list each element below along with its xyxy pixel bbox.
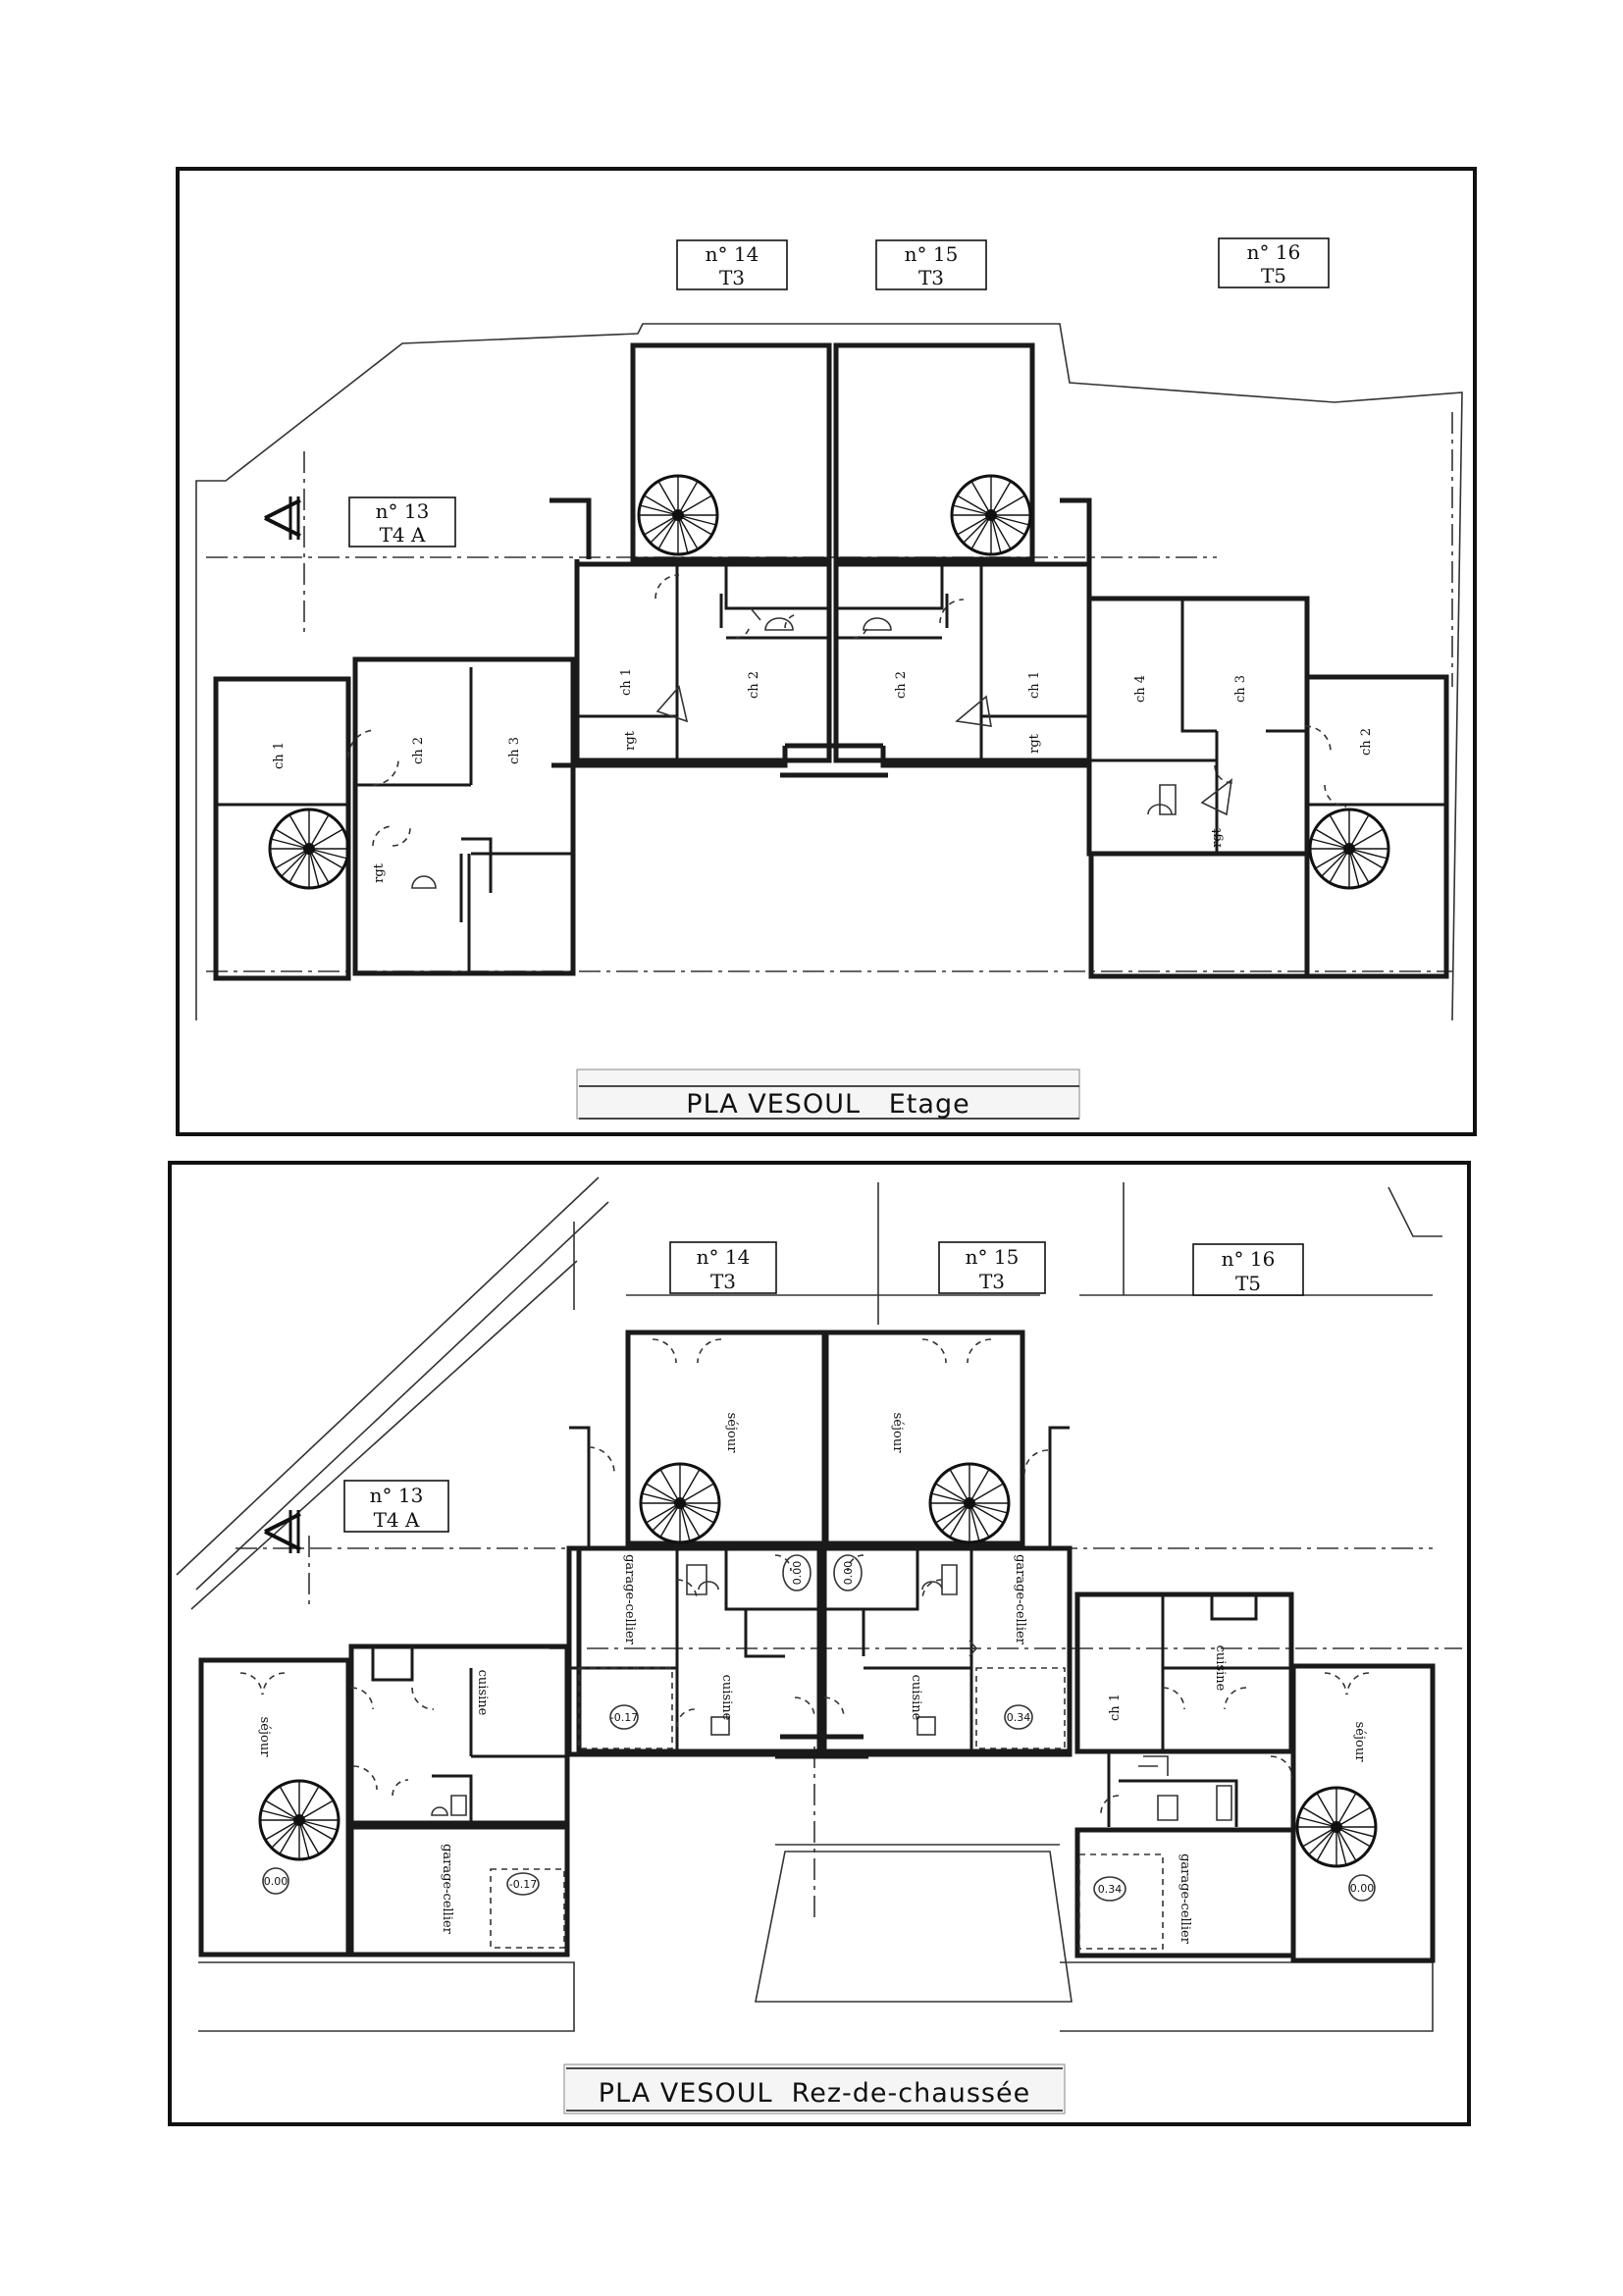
room-label: cuisine (909, 1675, 923, 1721)
unit-15-etage (833, 342, 1092, 768)
unit-number: n° 16 (1247, 240, 1301, 264)
unit-type: T3 (918, 266, 944, 289)
room-label: cuisine (475, 1670, 490, 1716)
level-marker: 0.34 (1098, 1883, 1123, 1896)
room-label: ch 2 (1359, 728, 1374, 756)
unit-14-rdc: 0.00 -0.17 (566, 1330, 827, 1757)
unit-number: n° 14 (697, 1245, 751, 1269)
unit-type: T3 (710, 1270, 736, 1293)
unit-14-etage (550, 342, 832, 768)
level-markers-rdc: 0.00 -0.17 0.34 0.00 (262, 1867, 1376, 1902)
room-label: séjour (724, 1413, 739, 1454)
unit-label-15-rdc: n° 15 T3 (938, 1241, 1046, 1294)
section-arrow-icon (263, 495, 302, 542)
room-label: ch 3 (507, 737, 522, 764)
site-boundary (176, 1176, 609, 1610)
unit-16-rdc (1074, 1592, 1436, 1963)
room-label: rgt (623, 730, 638, 751)
unit-type: T4 A (374, 1508, 420, 1532)
frame-rdc (168, 1161, 1471, 2126)
unit-13-etage (213, 656, 576, 981)
unit-number: n° 14 (706, 242, 759, 266)
unit-number: n° 13 (370, 1484, 424, 1507)
unit-type: T4 A (380, 523, 426, 547)
room-labels-etage: ch 1 ch 2 ch 3 rgt ch 1 ch 2 rgt ch 2 ch… (272, 668, 1374, 883)
level-marker: 0.00 (264, 1875, 288, 1888)
room-label: ch 3 (1233, 675, 1248, 703)
plan-title: PLA VESOUL Etage (686, 1089, 969, 1120)
room-label: garage-cellier (1178, 1853, 1192, 1945)
room-label: rgt (1210, 827, 1225, 848)
corner-mark (1387, 1186, 1442, 1237)
room-label: séjour (1352, 1722, 1367, 1763)
central-passage (775, 1734, 868, 1759)
title-block-rdc: PLA VESOUL Rez-de-chaussée (563, 2063, 1066, 2114)
unit-number: n° 15 (966, 1245, 1020, 1269)
unit-13-rdc (198, 1644, 570, 1957)
unit-15-rdc: 0.00 0.34 (821, 1330, 1073, 1757)
room-label: cuisine (1213, 1645, 1228, 1692)
room-label: garage-cellier (440, 1844, 454, 1935)
unit-type: T5 (1235, 1272, 1261, 1295)
level-marker: 0.00 (791, 1561, 804, 1586)
room-label: rgt (1027, 733, 1042, 754)
level-marker: -0.17 (509, 1878, 537, 1891)
room-label: ch 1 (619, 668, 634, 696)
room-label: ch 2 (747, 671, 761, 699)
terrace-outline (198, 1961, 1434, 2032)
room-label: cuisine (719, 1675, 734, 1721)
room-label: ch 1 (1108, 1694, 1123, 1721)
room-label: séjour (890, 1413, 905, 1454)
unit-16-etage (1086, 596, 1449, 979)
level-marker: -0.17 (610, 1711, 638, 1724)
room-label: ch 2 (411, 737, 426, 764)
unit-number: n° 16 (1222, 1247, 1276, 1271)
unit-label-15: n° 15 T3 (875, 239, 987, 290)
room-label: rgt (372, 862, 387, 883)
plan-title: PLA VESOUL Rez-de-chaussée (599, 2078, 1030, 2109)
unit-number: n° 15 (905, 242, 959, 266)
unit-type: T3 (979, 1270, 1005, 1293)
unit-label-13: n° 13 T4 A (348, 496, 456, 548)
unit-label-16: n° 16 T5 (1218, 237, 1330, 288)
room-label: garage-cellier (622, 1554, 637, 1645)
unit-label-14-rdc: n° 14 T3 (669, 1241, 777, 1294)
pasteup-outline (195, 323, 1463, 1021)
unit-label-14: n° 14 T3 (676, 239, 788, 290)
level-marker: 0.00 (1350, 1882, 1375, 1895)
site-lines (573, 1182, 1433, 1325)
room-label: ch 1 (272, 742, 287, 769)
plan-etage: n° 13 T4 A n° 14 T3 n° 15 T3 n° 16 T5 ch… (176, 167, 1477, 1136)
unit-number: n° 13 (376, 499, 430, 523)
room-label: garage-cellier (1013, 1554, 1027, 1645)
room-label: ch 2 (894, 671, 909, 699)
unit-type: T3 (719, 266, 745, 289)
unit-label-13-rdc: n° 13 T4 A (343, 1480, 449, 1533)
section-arrow-icon (263, 1508, 302, 1555)
room-label: séjour (257, 1717, 272, 1758)
room-label: ch 4 (1133, 675, 1148, 703)
courtyard-outline (755, 1844, 1073, 2003)
plan-rez-de-chaussee: 0.00 -0.17 0.00 0.34 (168, 1161, 1471, 2126)
unit-label-16-rdc: n° 16 T5 (1192, 1243, 1304, 1296)
room-labels-rdc: séjour cuisine garage-cellier séjour gar… (257, 1413, 1367, 1945)
room-label: ch 1 (1027, 671, 1042, 699)
level-marker: 0.34 (1007, 1711, 1031, 1724)
title-block-etage: PLA VESOUL Etage (576, 1069, 1080, 1120)
frame-etage (176, 167, 1477, 1136)
level-marker: 0.00 (842, 1561, 855, 1586)
central-passage (780, 743, 888, 778)
unit-type: T5 (1261, 264, 1286, 287)
